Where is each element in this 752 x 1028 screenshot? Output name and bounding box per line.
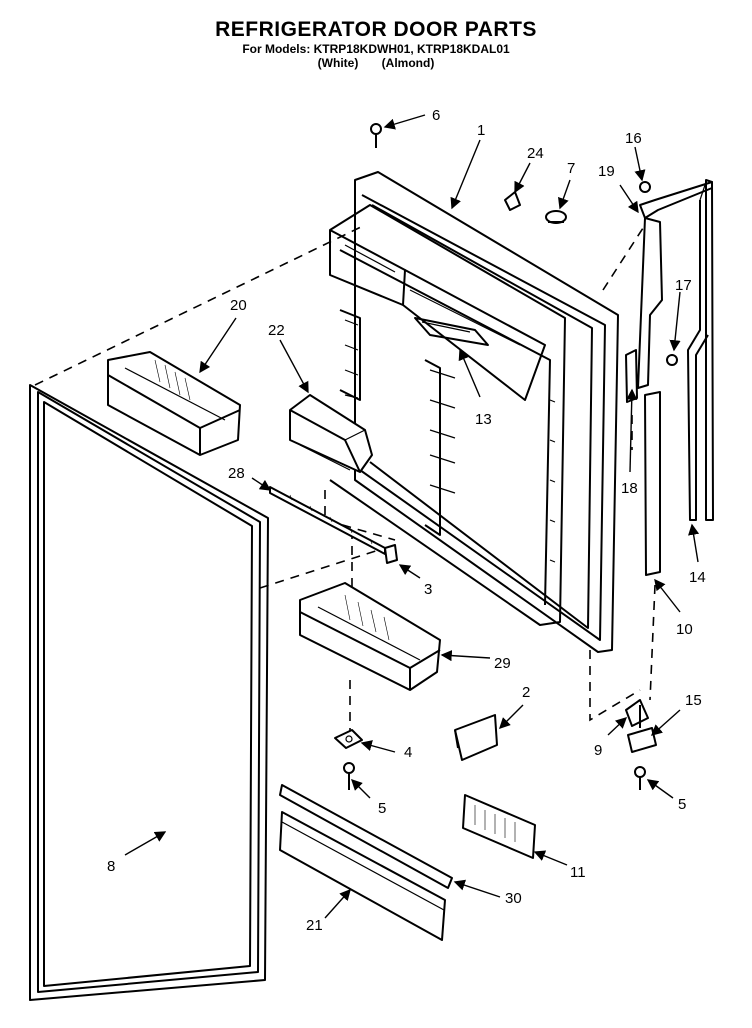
- callout-3: 3: [424, 581, 432, 598]
- callout-11: 11: [570, 864, 586, 881]
- color-line: (White) (Almond): [0, 56, 752, 70]
- part-screw-6: [370, 123, 382, 148]
- callout-29: 29: [494, 655, 511, 672]
- callout-18: 18: [621, 480, 638, 497]
- part-kick-panel: [279, 811, 446, 941]
- models-line: For Models: KTRP18KDWH01, KTRP18KDAL01: [242, 42, 510, 56]
- callout-6: 6: [432, 107, 440, 124]
- part-middle-bin: [299, 582, 441, 691]
- callout-4: 4: [404, 744, 412, 761]
- callout-5-right: 5: [678, 796, 686, 813]
- callout-2: 2: [522, 684, 530, 701]
- callout-13: 13: [475, 411, 492, 428]
- part-screw-16: [639, 181, 651, 193]
- part-bracket-9: [625, 699, 649, 727]
- part-hinge-channel-10: [644, 391, 661, 576]
- part-cap-7: [545, 210, 567, 224]
- part-gasket-strip-14: [687, 179, 714, 521]
- part-dairy-door: [289, 394, 373, 473]
- color-almond: (Almond): [381, 56, 435, 70]
- callout-22: 22: [268, 322, 285, 339]
- callout-numbers: 6 1 24 7 16 19 17 20 22 13 18 28 3 14 10…: [107, 107, 706, 934]
- callout-24: 24: [527, 145, 544, 162]
- callout-5-left: 5: [378, 800, 386, 817]
- part-screw-left: [343, 762, 355, 790]
- callout-17: 17: [675, 277, 692, 294]
- part-bottom-hinge-15: [627, 705, 657, 753]
- part-screw-17: [666, 354, 678, 366]
- part-rod: [269, 486, 386, 555]
- part-door-gasket: [29, 384, 269, 1001]
- callout-10: 10: [676, 621, 693, 638]
- part-cover: [462, 794, 536, 859]
- callout-28: 28: [228, 465, 245, 482]
- callout-15: 15: [685, 692, 702, 709]
- callout-16: 16: [625, 130, 642, 147]
- color-white: (White): [317, 56, 359, 70]
- part-clip: [384, 544, 398, 564]
- callout-1: 1: [477, 122, 485, 139]
- callout-7: 7: [567, 160, 575, 177]
- part-plug-24: [504, 191, 521, 211]
- title-block: REFRIGERATOR DOOR PARTS For Models: KTRP…: [0, 18, 752, 70]
- leader-lines: [124, 114, 700, 919]
- callout-19: 19: [598, 163, 615, 180]
- part-trim-strip: [279, 784, 453, 889]
- part-hinge-bracket-2: [454, 714, 498, 761]
- page-title: REFRIGERATOR DOOR PARTS: [215, 18, 537, 41]
- callout-20: 20: [230, 297, 247, 314]
- callout-9: 9: [594, 742, 602, 759]
- part-top-bin: [107, 351, 241, 456]
- callout-21: 21: [306, 917, 323, 934]
- part-screw-right: [634, 766, 646, 790]
- part-bracket-left: [334, 729, 363, 749]
- callout-30: 30: [505, 890, 522, 907]
- callout-14: 14: [689, 569, 706, 586]
- part-hinge-top: [637, 181, 713, 389]
- callout-8: 8: [107, 858, 115, 875]
- part-door-liner: [329, 171, 619, 653]
